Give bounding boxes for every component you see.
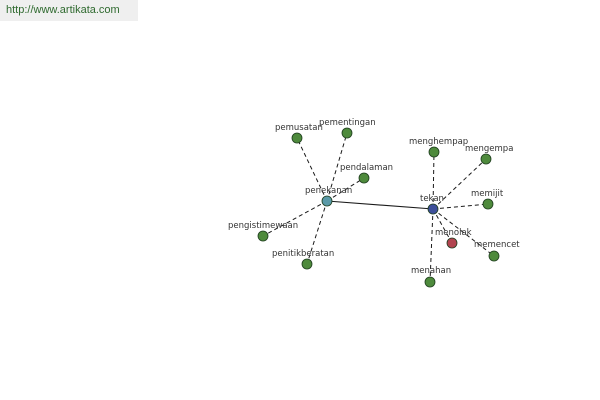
- node-memijit[interactable]: [482, 198, 494, 210]
- node-pendalaman[interactable]: [358, 172, 370, 184]
- label-penekanan: penekanan: [305, 186, 352, 196]
- label-menahan: menahan: [411, 266, 451, 276]
- edge-tekan-memencet: [432, 208, 495, 257]
- edge-penekanan-tekan: [326, 200, 434, 210]
- edge-tekan-menahan: [429, 208, 434, 283]
- node-pementingan[interactable]: [341, 127, 353, 139]
- edge-tekan-menghempap: [432, 151, 435, 210]
- node-menolak[interactable]: [446, 237, 458, 249]
- edge-penekanan-pemusatan: [296, 137, 328, 202]
- label-memijit: memijit: [471, 189, 504, 199]
- label-pengistimewaan: pengistimewaan: [228, 221, 298, 231]
- edge-penekanan-pengistimewaan: [262, 200, 328, 237]
- label-penitikberatan: penitikberatan: [272, 249, 334, 259]
- edge-penekanan-pementingan: [326, 132, 348, 202]
- label-memencet: memencet: [474, 240, 520, 250]
- node-penitikberatan[interactable]: [301, 258, 313, 270]
- label-pendalaman: pendalaman: [340, 163, 393, 173]
- node-penekanan[interactable]: [321, 195, 333, 207]
- node-tekan[interactable]: [427, 203, 439, 215]
- label-menghempap: menghempap: [409, 137, 468, 147]
- label-menolak: menolak: [435, 228, 472, 238]
- label-pemusatan: pemusatan: [275, 123, 323, 133]
- label-pementingan: pementingan: [319, 118, 376, 128]
- node-mengempa[interactable]: [480, 153, 492, 165]
- edge-penekanan-pendalaman: [326, 177, 365, 202]
- edge-tekan-mengempa: [432, 158, 487, 210]
- label-tekan: tekan: [420, 194, 444, 204]
- node-menahan[interactable]: [424, 276, 436, 288]
- node-menghempap[interactable]: [428, 146, 440, 158]
- node-pemusatan[interactable]: [291, 132, 303, 144]
- label-mengempa: mengempa: [465, 144, 513, 154]
- node-pengistimewaan[interactable]: [257, 230, 269, 242]
- node-memencet[interactable]: [488, 250, 500, 262]
- site-url-link[interactable]: http://www.artikata.com: [0, 0, 138, 21]
- edge-tekan-memijit: [432, 203, 489, 210]
